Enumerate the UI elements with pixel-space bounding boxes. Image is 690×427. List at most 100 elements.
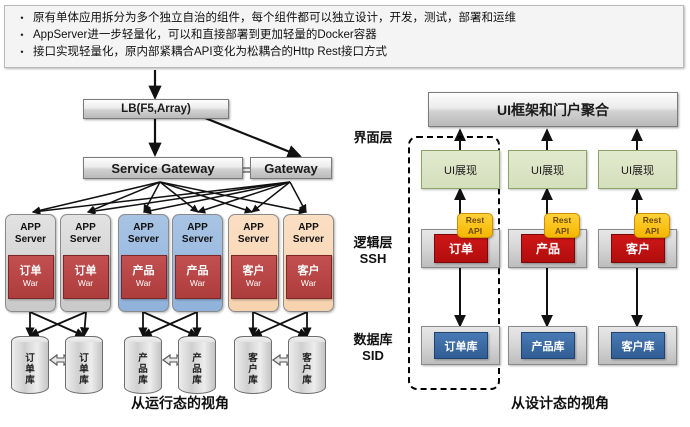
app-server-title: APP Server <box>182 222 213 246</box>
war-module[interactable]: 订单 War <box>7 255 54 299</box>
rest-api-line2: API <box>644 225 660 236</box>
cylinder-body: 产 品 库 <box>178 342 216 394</box>
gateway-box[interactable]: Gateway <box>250 157 332 179</box>
app-server-title: APP Server <box>70 222 101 246</box>
app-server-title-line1: APP <box>75 222 96 233</box>
layer-label-line1: 界面层 <box>353 130 393 145</box>
rest-api-line1: Rest <box>465 214 485 225</box>
bullet-text: 原有单体应用拆分为多个独立自治的组件，每个组件都可以独立设计，开发，测试，部署和… <box>33 12 516 24</box>
war-suffix: War <box>135 278 152 288</box>
app-server-card[interactable]: APP Server 订单 War <box>60 214 111 312</box>
app-server-title-line1: APP <box>133 222 154 233</box>
cylinder-body: 客 户 库 <box>234 342 272 394</box>
bullet-item: • 接口实现轻量化，原内部紧耦合API变化为松耦合的Http Rest接口方式 <box>11 44 677 61</box>
app-server-card[interactable]: APP Server 订单 War <box>5 214 56 312</box>
service-box[interactable]: 订单 <box>434 234 488 263</box>
app-server-title-line1: APP <box>243 222 264 233</box>
db-label-char: 户 <box>302 363 312 375</box>
rest-api-badge[interactable]: Rest API <box>544 213 580 238</box>
bullet-marker-icon: • <box>20 13 24 23</box>
war-module[interactable]: 订单 War <box>62 255 109 299</box>
app-server-card[interactable]: APP Server 客户 War <box>228 214 279 312</box>
db-label-char: 单 <box>25 363 35 375</box>
layer-label-line2: SID <box>362 348 384 363</box>
app-server-title: APP Server <box>238 222 269 246</box>
app-server-title-line2: Server <box>181 234 214 245</box>
bullet-marker-icon: • <box>20 30 24 40</box>
db-label-char: 库 <box>138 374 148 386</box>
db-label-char: 品 <box>138 363 148 375</box>
war-name: 客户 <box>242 265 265 277</box>
service-box[interactable]: 客户 <box>611 234 665 263</box>
layer-label-logic: 逻辑层 SSH <box>340 235 406 267</box>
database-cylinder[interactable]: 产 品 库 <box>124 336 162 394</box>
war-suffix: War <box>300 278 317 288</box>
app-server-card[interactable]: APP Server 产品 War <box>118 214 169 312</box>
app-server-title-line2: Server <box>69 234 102 245</box>
db-label-char: 品 <box>192 363 202 375</box>
war-module[interactable]: 产品 War <box>120 255 167 299</box>
db-label-char: 库 <box>302 374 312 386</box>
database-box[interactable]: 客户库 <box>611 332 665 359</box>
db-label-char: 订 <box>79 352 89 364</box>
database-cylinder[interactable]: 产 品 库 <box>178 336 216 394</box>
bullet-panel: • 原有单体应用拆分为多个独立自治的组件，每个组件都可以独立设计，开发，测试，部… <box>4 5 684 68</box>
db-label-char: 客 <box>302 352 312 364</box>
war-name: 产品 <box>132 265 155 277</box>
rest-api-line1: Rest <box>552 214 572 225</box>
database-cylinder[interactable]: 客 户 库 <box>234 336 272 394</box>
ui-framework-header[interactable]: UI框架和门户聚合 <box>428 92 678 127</box>
app-server-title-line1: APP <box>187 222 208 233</box>
ui-presentation-box[interactable]: UI展现 <box>598 150 677 189</box>
app-server-title: APP Server <box>128 222 159 246</box>
app-server-title-line2: Server <box>237 234 270 245</box>
rest-api-badge[interactable]: Rest API <box>634 213 670 238</box>
bullet-text: 接口实现轻量化，原内部紧耦合API变化为松耦合的Http Rest接口方式 <box>33 46 387 58</box>
database-box[interactable]: 订单库 <box>434 332 488 359</box>
app-server-title-line2: Server <box>127 234 160 245</box>
db-label-char: 户 <box>248 363 258 375</box>
war-name: 客户 <box>297 265 320 277</box>
db-label-char: 库 <box>192 374 202 386</box>
ui-presentation-box[interactable]: UI展现 <box>508 150 587 189</box>
app-server-title-line2: Server <box>14 234 47 245</box>
app-server-title-line1: APP <box>298 222 319 233</box>
cylinder-body: 产 品 库 <box>124 342 162 394</box>
lb-box[interactable]: LB(F5,Array) <box>83 99 229 119</box>
rest-api-badge[interactable]: Rest API <box>457 213 493 238</box>
bullet-marker-icon: • <box>20 47 24 57</box>
war-name: 产品 <box>186 265 209 277</box>
rest-api-line1: Rest <box>642 214 662 225</box>
database-cylinder[interactable]: 订 单 库 <box>65 336 103 394</box>
war-name: 订单 <box>19 265 42 277</box>
rest-api-line2: API <box>467 225 483 236</box>
war-module[interactable]: 客户 War <box>285 255 332 299</box>
db-label-char: 库 <box>79 374 89 386</box>
layer-label-line1: 数据库 <box>353 332 393 347</box>
database-cylinder[interactable]: 订 单 库 <box>11 336 49 394</box>
app-server-title-line2: Server <box>292 234 325 245</box>
app-server-title: APP Server <box>293 222 324 246</box>
war-module[interactable]: 产品 War <box>174 255 221 299</box>
app-server-card[interactable]: APP Server 产品 War <box>172 214 223 312</box>
app-server-title: APP Server <box>15 222 46 246</box>
layer-label-ui: 界面层 <box>340 130 406 146</box>
db-label-char: 单 <box>79 363 89 375</box>
bullet-item: • 原有单体应用拆分为多个独立自治的组件，每个组件都可以独立设计，开发，测试，部… <box>11 10 677 27</box>
database-cylinder[interactable]: 客 户 库 <box>288 336 326 394</box>
layer-label-database: 数据库 SID <box>340 332 406 364</box>
ui-presentation-box[interactable]: UI展现 <box>421 150 500 189</box>
war-name: 订单 <box>74 265 97 277</box>
app-server-card[interactable]: APP Server 客户 War <box>283 214 334 312</box>
database-box[interactable]: 产品库 <box>521 332 575 359</box>
war-suffix: War <box>22 278 39 288</box>
service-box[interactable]: 产品 <box>521 234 575 263</box>
db-label-char: 产 <box>138 352 148 364</box>
service-gateway-box[interactable]: Service Gateway <box>83 157 243 179</box>
db-label-char: 客 <box>248 352 258 364</box>
layer-label-line1: 逻辑层 <box>353 235 393 250</box>
cylinder-body: 订 单 库 <box>11 342 49 394</box>
war-module[interactable]: 客户 War <box>230 255 277 299</box>
rest-api-line2: API <box>554 225 570 236</box>
